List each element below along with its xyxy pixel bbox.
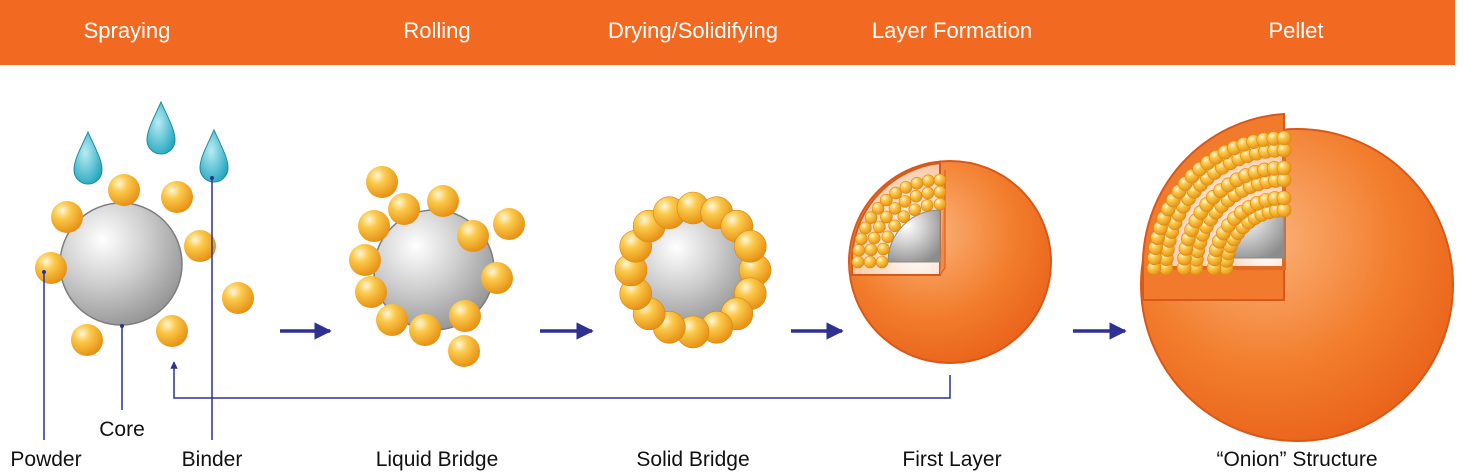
powder-particle xyxy=(875,255,889,269)
powder-particle xyxy=(933,197,947,211)
powder-particle xyxy=(867,231,881,245)
label-solid-bridge: Solid Bridge xyxy=(636,448,750,471)
powder-particle xyxy=(910,177,924,190)
powder-particle xyxy=(897,210,911,223)
onion-powder-layers xyxy=(1146,130,1292,276)
label-first-layer: First Layer xyxy=(902,448,1002,471)
powder-particle xyxy=(898,195,912,208)
powder-particle xyxy=(880,210,893,224)
stage-rolling: Rolling xyxy=(403,18,471,43)
powder-particle xyxy=(888,219,901,233)
powder-particle xyxy=(873,220,886,234)
powder-particle xyxy=(908,203,922,217)
powder-particle xyxy=(933,185,947,199)
label-onion-structure: “Onion” Structure xyxy=(1216,448,1378,471)
powder-particle xyxy=(1276,160,1292,176)
powder-particle xyxy=(859,221,872,235)
powder-particle xyxy=(1276,130,1292,146)
label-core: Core xyxy=(99,418,145,441)
stage-pellet: Pellet xyxy=(1268,18,1324,43)
powder-particles-spraying xyxy=(35,174,254,356)
powder-particle xyxy=(852,244,866,257)
powder-ring-solid-bridge xyxy=(614,191,772,349)
powder-particle xyxy=(920,199,934,212)
powder-particle xyxy=(880,193,893,207)
powder-particles-rolling xyxy=(349,166,525,367)
label-leader-lines xyxy=(43,178,213,440)
first-layer-sphere xyxy=(848,160,1052,364)
onion-pellet xyxy=(1140,112,1454,442)
stage-header-bar xyxy=(0,0,1455,65)
binder-drop-icon xyxy=(199,128,229,183)
stage-spraying: Spraying xyxy=(83,18,171,43)
powder-particle xyxy=(922,174,935,188)
powder-particle xyxy=(889,186,902,200)
first-layer-powder xyxy=(851,173,947,269)
return-loop-arrow xyxy=(170,361,951,399)
label-liquid-bridge: Liquid Bridge xyxy=(375,448,499,471)
powder-particle xyxy=(933,173,947,187)
label-binder: Binder xyxy=(181,448,243,471)
powder-particle xyxy=(921,186,935,200)
label-powder: Powder xyxy=(10,448,82,471)
powder-particle xyxy=(864,211,878,224)
binder-drop-icon xyxy=(73,130,103,185)
powder-particle xyxy=(855,232,868,246)
powder-particle xyxy=(899,181,913,194)
powder-particle xyxy=(909,189,923,203)
powder-particle xyxy=(863,255,877,269)
binder-droplets xyxy=(73,100,229,185)
powder-particle xyxy=(881,230,895,244)
powder-particle xyxy=(733,229,767,263)
binder-drop-icon xyxy=(146,100,176,155)
powder-particle xyxy=(871,202,885,215)
powder-particle xyxy=(864,243,878,257)
powder-particle xyxy=(1276,190,1292,206)
stage-layer-formation: Layer Formation xyxy=(871,18,1033,43)
powder-particle xyxy=(851,255,865,269)
powder-particle xyxy=(888,202,902,215)
powder-particle xyxy=(877,242,890,256)
stage-drying: Drying/Solidifying xyxy=(608,18,778,43)
